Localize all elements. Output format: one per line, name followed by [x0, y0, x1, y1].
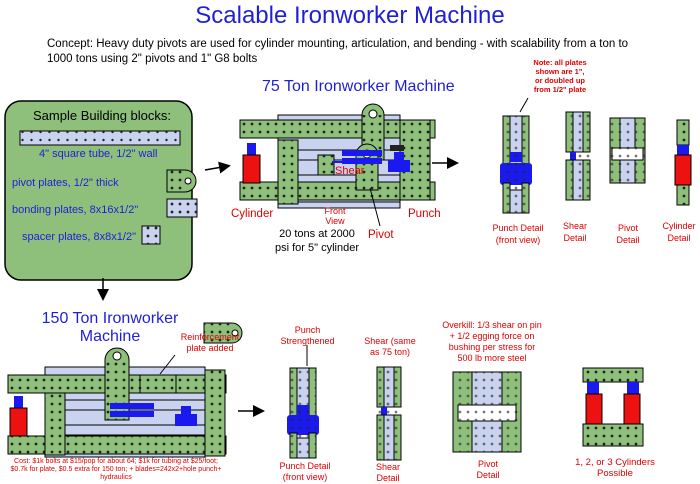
spacer-plate-label: spacer plates, 8x8x1/2" [22, 231, 136, 243]
note-leader [519, 97, 529, 113]
building-blocks-panel [4, 100, 198, 281]
extra-pivot-plate-icon [203, 322, 243, 344]
cost-note: Cost: $1k bolts at $15/pop for about 64;… [10, 458, 222, 481]
pivot-leader [369, 187, 381, 227]
machine-150-ton [7, 347, 227, 458]
m75-punch-detail-label: Punch Detail(front view) [492, 223, 544, 245]
punch-detail-150 [287, 345, 319, 459]
blocks-heading: Sample Building blocks: [33, 108, 172, 123]
cylinders-detail-150 [582, 367, 644, 447]
m75-cylinder-label: Cylinder [231, 208, 274, 220]
punch-detail-75 [500, 97, 532, 214]
shear-detail-75 [565, 111, 591, 201]
m75-pivot-label: Pivot [368, 229, 394, 241]
m75-punch-label: Punch [408, 208, 441, 220]
reinforcement-leader [159, 354, 176, 375]
pivot-detail-150 [452, 371, 522, 453]
concept-line-1: Concept: Heavy duty pivots are used for … [47, 38, 629, 50]
cylinder-detail-75 [674, 119, 692, 206]
pivot-plate-icon [166, 169, 197, 193]
m75-shear-label: Shear [335, 165, 365, 177]
spacer-plate-icon [141, 225, 161, 245]
m75-title: 75 Ton Ironworker Machine [262, 78, 455, 95]
overkill-note: Overkill: 1/3 shear on pin+ 1/2 egging f… [442, 320, 542, 363]
m150-punch-detail-label: Punch Detail(front view) [279, 461, 331, 482]
concept-line-2: 1000 tons using 2" pivots and 1" G8 bolt… [47, 53, 258, 65]
pivot-plate-label: pivot plates, 1/2" thick [12, 177, 119, 189]
bonding-plate-label: bonding plates, 8x16x1/2" [12, 204, 139, 216]
arrow-right-1 [204, 161, 231, 174]
shear-detail-150 [376, 366, 402, 461]
machine-75-ton [239, 103, 436, 227]
bonding-plate-icon [166, 198, 198, 218]
page-title: Scalable Ironworker Machine [195, 2, 505, 29]
pivot-detail-75 [609, 117, 646, 184]
tube-label: 4" square tube, 1/2" wall [39, 148, 158, 160]
